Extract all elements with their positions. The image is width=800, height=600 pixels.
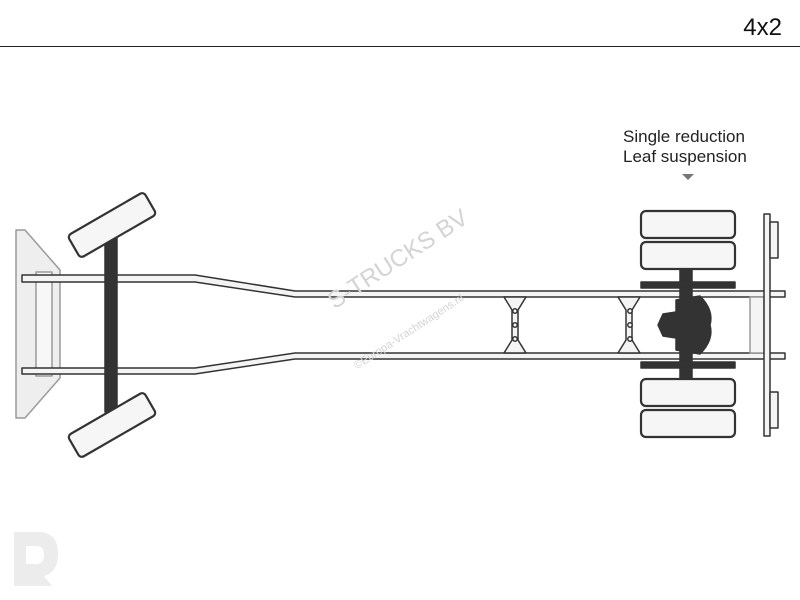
suspension-type-text: Leaf suspension bbox=[623, 147, 747, 166]
leaf-spring-left bbox=[640, 281, 736, 289]
front-left-wheel bbox=[67, 192, 157, 258]
site-logo-icon bbox=[14, 532, 58, 586]
rear-left-inner-wheel bbox=[639, 240, 737, 271]
upper-frame-rail bbox=[21, 274, 786, 298]
rear-axle bbox=[639, 209, 737, 439]
axle-configuration-label: 4x2 bbox=[743, 14, 782, 41]
cross-member-2 bbox=[617, 296, 641, 354]
leaf-spring-right bbox=[640, 361, 736, 369]
front-right-wheel bbox=[67, 392, 157, 458]
header-divider bbox=[0, 46, 800, 47]
rear-frame-end bbox=[749, 213, 779, 437]
lower-frame-rail bbox=[21, 352, 786, 375]
rear-right-inner-wheel bbox=[639, 377, 737, 408]
differential-housing bbox=[657, 295, 712, 355]
cross-member-1 bbox=[503, 296, 527, 354]
rear-right-outer-wheel bbox=[639, 408, 737, 439]
pointer-triangle-icon bbox=[682, 174, 694, 180]
front-axle bbox=[67, 192, 157, 458]
reduction-type-text: Single reduction bbox=[623, 127, 745, 146]
rear-left-outer-wheel bbox=[639, 209, 737, 240]
front-bumper bbox=[15, 229, 61, 419]
rear-axle-annotation: Single reduction Leaf suspension bbox=[623, 127, 747, 167]
